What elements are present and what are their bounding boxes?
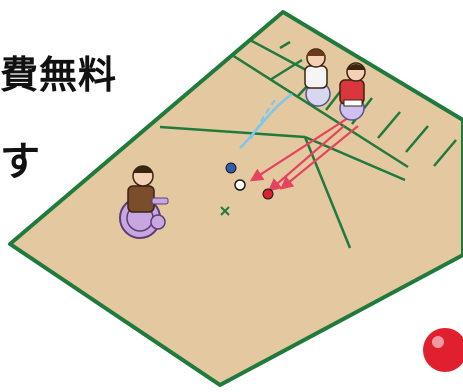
headline-line-2: す xyxy=(0,139,40,185)
throw-arc xyxy=(239,92,293,149)
throw-paths xyxy=(249,117,359,192)
white-jack-ball xyxy=(234,179,246,191)
court-surface xyxy=(8,10,463,387)
wheelchair-player-icon xyxy=(304,48,331,107)
wheelchair-player-icon xyxy=(339,62,366,121)
red-ball xyxy=(262,188,274,200)
wheelchair-player-icon xyxy=(119,165,169,239)
red-ball-icon xyxy=(423,328,463,372)
blue-ball xyxy=(225,162,237,174)
headline-line-1: 費無料 xyxy=(0,53,118,97)
throw-arc-2 xyxy=(249,99,276,141)
cross-icon xyxy=(220,206,230,216)
